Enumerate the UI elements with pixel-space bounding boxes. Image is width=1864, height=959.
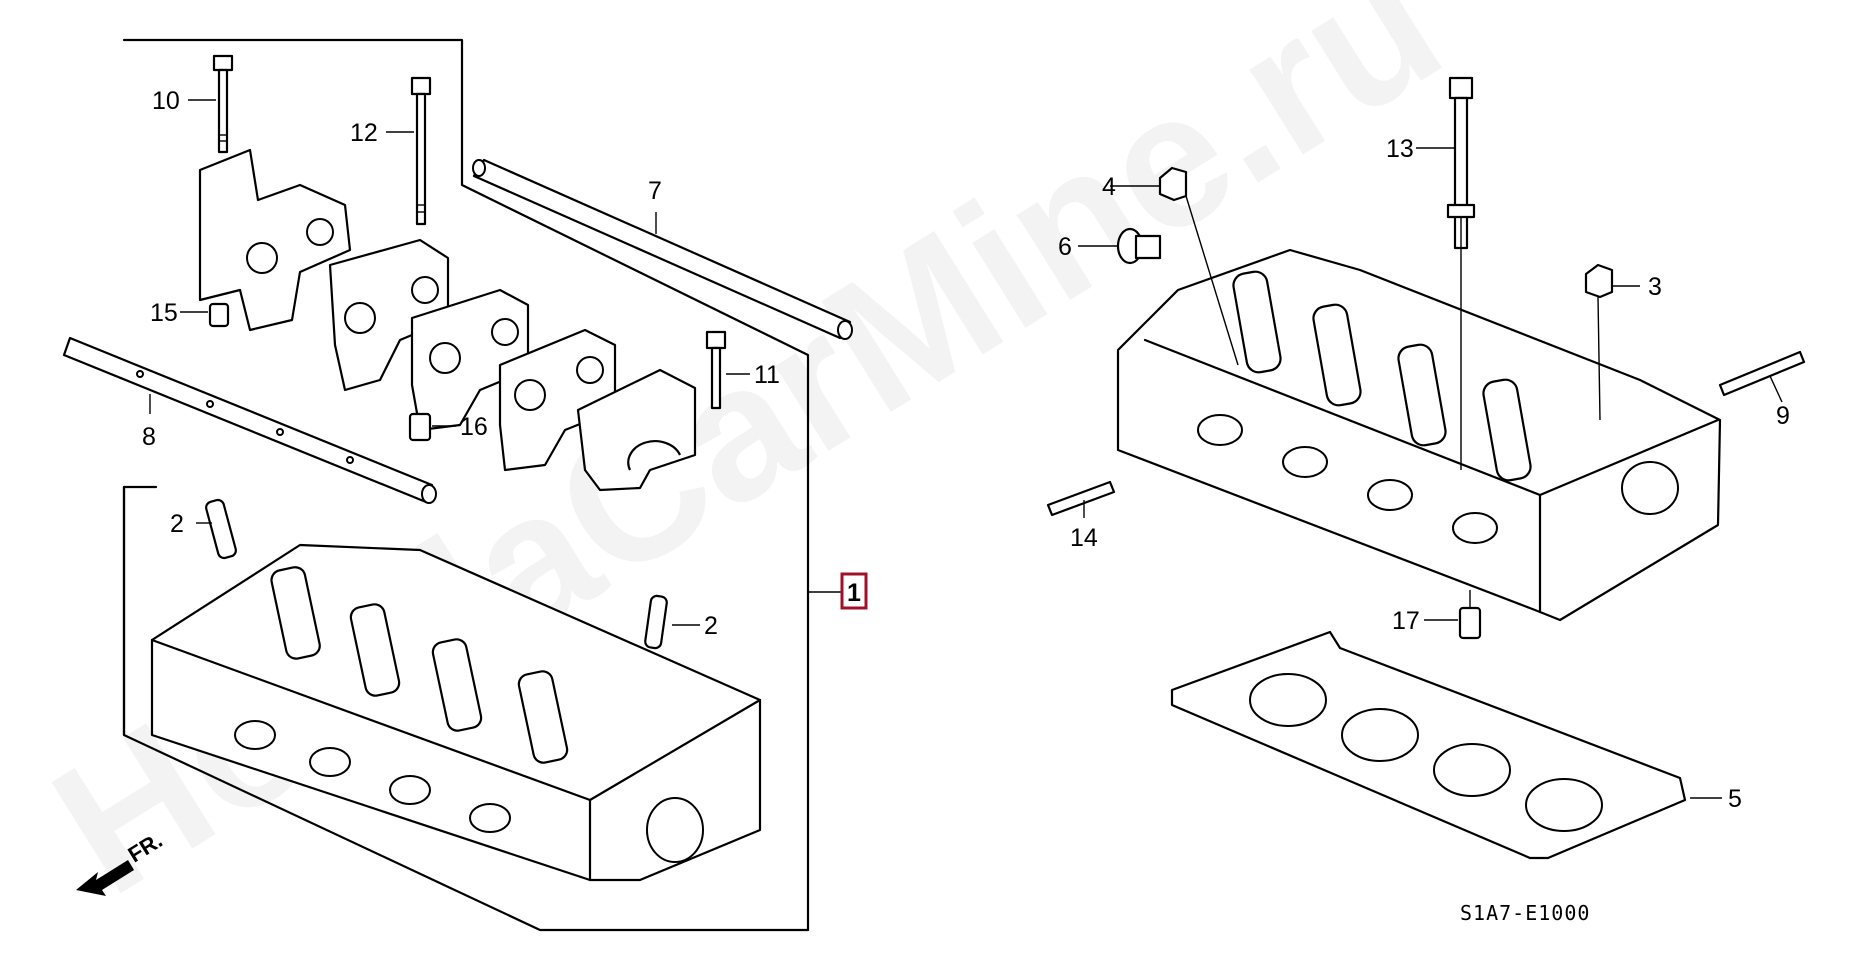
callout-4: 4: [1102, 173, 1116, 201]
stud-bolt-14: [1046, 480, 1116, 517]
callouts: 10 12 7 11 8 15 16 2 2 4 6 3 13 9 14 17 …: [142, 87, 1790, 813]
bolt-13: [1446, 76, 1476, 250]
leader-lines: [149, 99, 1783, 799]
dowel-pin-17: [1458, 606, 1482, 640]
sealing-bolt-3: [1584, 263, 1614, 299]
valve-guide-2a: [205, 498, 237, 560]
bolt-12: [410, 76, 432, 226]
callout-8: 8: [142, 423, 156, 451]
callout-5: 5: [1728, 785, 1742, 813]
callout-6: 6: [1058, 233, 1072, 261]
callout-14: 14: [1070, 524, 1098, 552]
assembly-outline: [122, 38, 842, 932]
assembly-callout-1: 1: [840, 572, 868, 610]
callout-11: 11: [754, 361, 780, 389]
cylinder-head-left: [150, 543, 762, 882]
callout-2b: 2: [704, 612, 718, 640]
callout-9: 9: [1776, 402, 1790, 430]
callout-3: 3: [1648, 273, 1662, 301]
callout-15: 15: [150, 299, 178, 327]
rocker-shaft-7: [472, 158, 853, 340]
stud-bolt-9: [1718, 350, 1806, 397]
callout-7: 7: [648, 177, 662, 205]
cylinder-head-right: [1116, 248, 1722, 622]
bolt-11: [705, 330, 727, 410]
callout-2a: 2: [170, 510, 184, 538]
assembly-label: 1: [847, 579, 861, 607]
callout-13: 13: [1386, 135, 1414, 163]
camshaft-holders: [198, 148, 697, 492]
diagram-code: S1A7-E1000: [1460, 901, 1590, 925]
callout-17: 17: [1392, 607, 1420, 635]
dowel-pin-15: [208, 302, 230, 328]
head-gasket-5: [1170, 630, 1687, 860]
rocker-shaft-8: [62, 336, 437, 504]
bolt-10: [212, 54, 234, 154]
callout-12: 12: [350, 119, 378, 147]
dowel-pin-16: [408, 412, 432, 442]
callout-10: 10: [152, 87, 180, 115]
callout-16: 16: [460, 413, 488, 441]
valve-guide-2b: [644, 594, 668, 650]
